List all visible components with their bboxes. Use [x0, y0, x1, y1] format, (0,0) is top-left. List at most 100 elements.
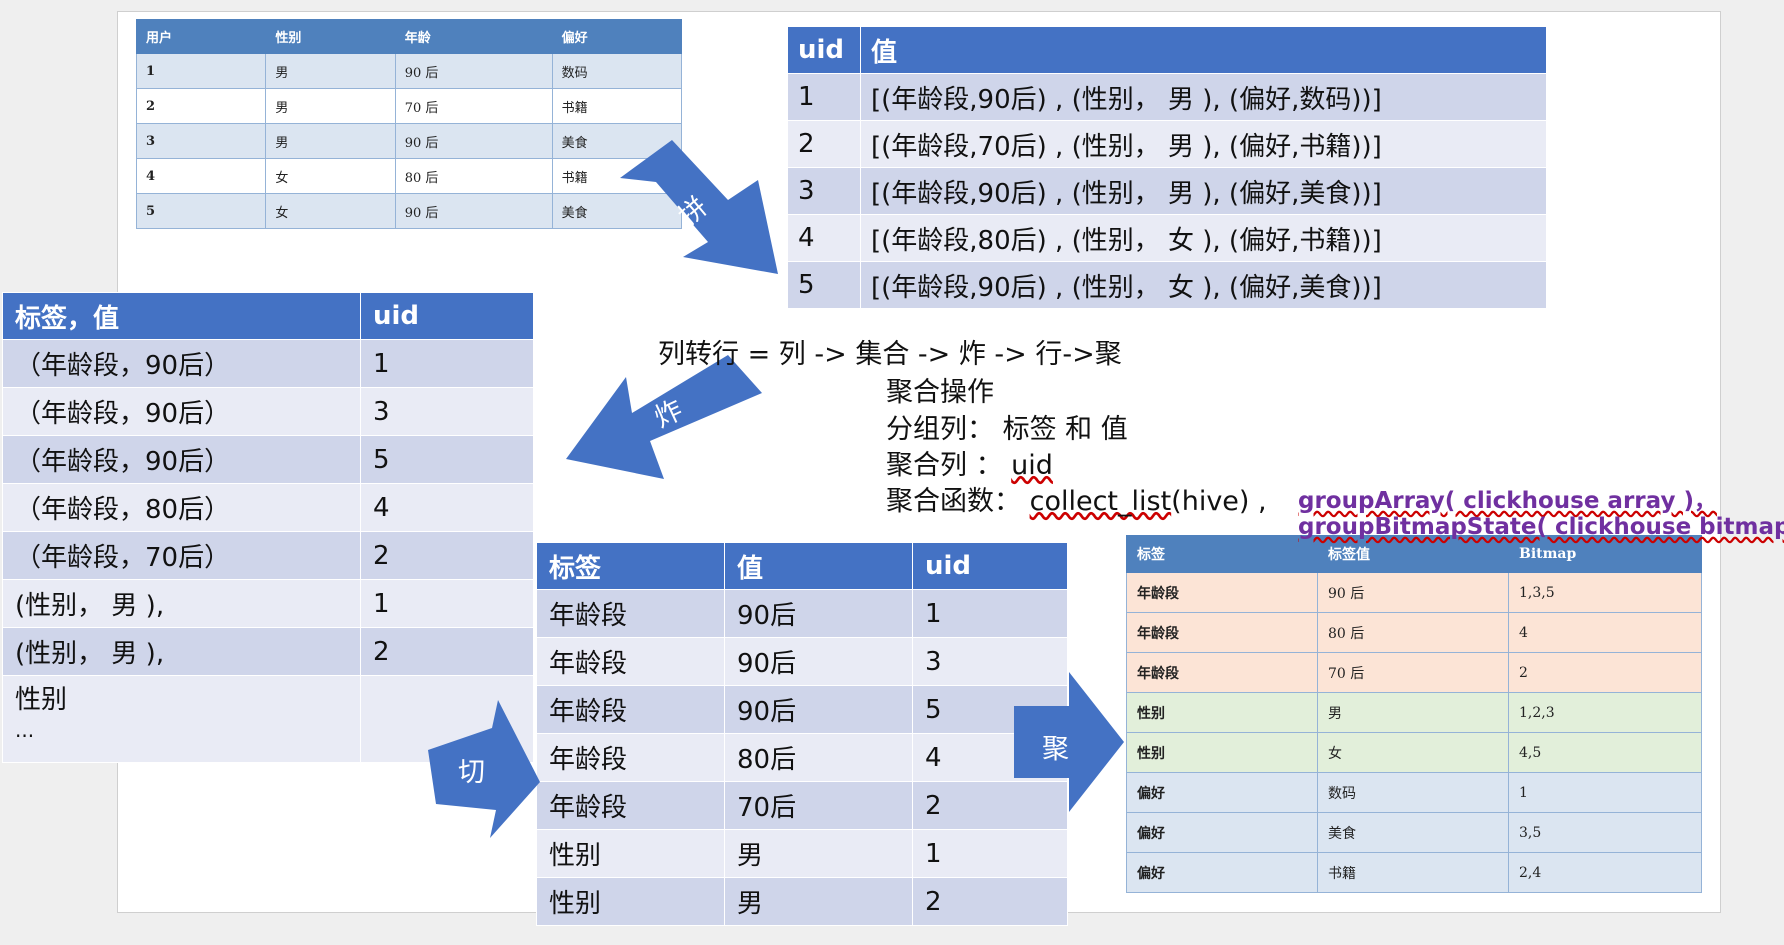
source-table-cell: 女: [265, 158, 396, 194]
source-table-cell: 男: [265, 123, 396, 159]
bitmap-tag-cell: 年龄段: [1126, 572, 1318, 613]
uid-value-cell: [(年龄段,90后) , (性别， 男 ), (偏好,数码))]: [860, 73, 1547, 121]
uid-value-cell: 3: [787, 167, 861, 215]
source-table-cell: 3: [135, 123, 267, 159]
split-cell: 1: [912, 829, 1068, 878]
note-line-5: 聚合函数： collect_list(hive) ,: [886, 479, 1267, 518]
split-cell: 80后: [724, 733, 913, 782]
uid-value-row: 4[(年龄段,80后) , (性别， 女 ), (偏好,书籍))]: [787, 214, 1547, 262]
bitmap-ids-cell: 4,5: [1508, 732, 1702, 773]
source-table-cell: 女: [265, 193, 396, 229]
bitmap-tag-cell: 性别: [1126, 732, 1318, 773]
tag-value-cell: 2: [360, 627, 534, 676]
tag-value-cell: 4: [360, 483, 534, 532]
tag-value-more-line1: 性别: [15, 685, 68, 715]
split-cell: 年龄段: [536, 637, 725, 686]
split-cell: 年龄段: [536, 733, 725, 782]
source-table-cell: 80 后: [394, 158, 553, 194]
tag-value-cell: 1: [360, 339, 534, 388]
bitmap-header-cell: 标签: [1126, 535, 1318, 573]
tag-value-row: (性别， 男 ),1: [2, 579, 534, 628]
uid-value-header-cell: 值: [860, 26, 1547, 74]
tag-value-cell-more: 性别...: [2, 675, 361, 763]
tag-value-row: （年龄段，90后）5: [2, 435, 534, 484]
uid-value-cell: 1: [787, 73, 861, 121]
source-table-cell: 1: [135, 53, 267, 89]
source-table-cell: 90 后: [394, 53, 553, 89]
tag-value-cell: （年龄段，80后）: [2, 483, 361, 532]
purple-note-2: groupBitmapState( clickhouse bitmap): [1298, 514, 1784, 540]
source-table-cell: 4: [135, 158, 267, 194]
split-cell: 年龄段: [536, 685, 725, 734]
source-table-cell: 书籍: [551, 88, 683, 124]
tag-value-row-more: 性别...: [2, 675, 534, 763]
uid-value-cell: [(年龄段,90后) , (性别， 男 ), (偏好,美食))]: [860, 167, 1547, 215]
qie-arrow-label: 切: [458, 757, 485, 788]
bitmap-header-cell: 标签值: [1317, 535, 1509, 573]
bitmap-ids-cell: 2: [1508, 652, 1702, 693]
note-line-5-suffix: (hive) ,: [1171, 486, 1267, 517]
pin-arrow-icon: [620, 140, 778, 274]
bitmap-value-cell: 80 后: [1317, 612, 1509, 653]
bitmap-ids-cell: 4: [1508, 612, 1702, 653]
split-cell: 年龄段: [536, 589, 725, 638]
tag-value-cell: (性别， 男 ),: [2, 579, 361, 628]
source-table-cell: 90 后: [394, 123, 553, 159]
source-table-cell: 美食: [551, 193, 683, 229]
source-table-cell: 5: [135, 193, 267, 229]
split-header-cell: uid: [912, 542, 1068, 590]
source-table-cell: 男: [265, 88, 396, 124]
bitmap-ids-cell: 2,4: [1508, 852, 1702, 893]
source-header-cell: 性别: [265, 19, 396, 54]
tag-value-row: （年龄段，90后）3: [2, 387, 534, 436]
source-table-cell: 70 后: [394, 88, 553, 124]
tag-value-cell: 2: [360, 531, 534, 580]
tag-value-row: （年龄段，90后）1: [2, 339, 534, 388]
bitmap-tag-cell: 偏好: [1126, 812, 1318, 853]
uid-value-header-cell: uid: [787, 26, 861, 74]
bitmap-tag-cell: 年龄段: [1126, 612, 1318, 653]
uid-value-cell: 2: [787, 120, 861, 168]
split-cell: 年龄段: [536, 781, 725, 830]
source-header-cell: 偏好: [551, 19, 683, 54]
source-table-cell: 美食: [551, 123, 683, 159]
bitmap-value-cell: 美食: [1317, 812, 1509, 853]
tag-value-cell: (性别， 男 ),: [2, 627, 361, 676]
uid-value-row: 2[(年龄段,70后) , (性别， 男 ), (偏好,书籍))]: [787, 120, 1547, 168]
split-cell: 1: [912, 589, 1068, 638]
source-table-cell: 数码: [551, 53, 683, 89]
tag-value-row: （年龄段，70后）2: [2, 531, 534, 580]
tag-value-cell: （年龄段，90后）: [2, 435, 361, 484]
qie-arrow-icon: [428, 700, 540, 838]
split-cell: 90后: [724, 685, 913, 734]
split-cell: 性别: [536, 877, 725, 926]
split-cell: 男: [724, 829, 913, 878]
note-line-4-prefix: 聚合列 ：: [886, 450, 1012, 481]
tag-value-cell: （年龄段，70后）: [2, 531, 361, 580]
uid-value-cell: [(年龄段,70后) , (性别， 男 ), (偏好,书籍))]: [860, 120, 1547, 168]
uid-value-row: 5[(年龄段,90后) , (性别， 女 ), (偏好,美食))]: [787, 261, 1547, 309]
split-header-cell: 值: [724, 542, 913, 590]
bitmap-ids-cell: 1,2,3: [1508, 692, 1702, 733]
bitmap-value-cell: 数码: [1317, 772, 1509, 813]
note-line-5-prefix: 聚合函数：: [886, 486, 1030, 517]
tag-value-cell: 5: [360, 435, 534, 484]
